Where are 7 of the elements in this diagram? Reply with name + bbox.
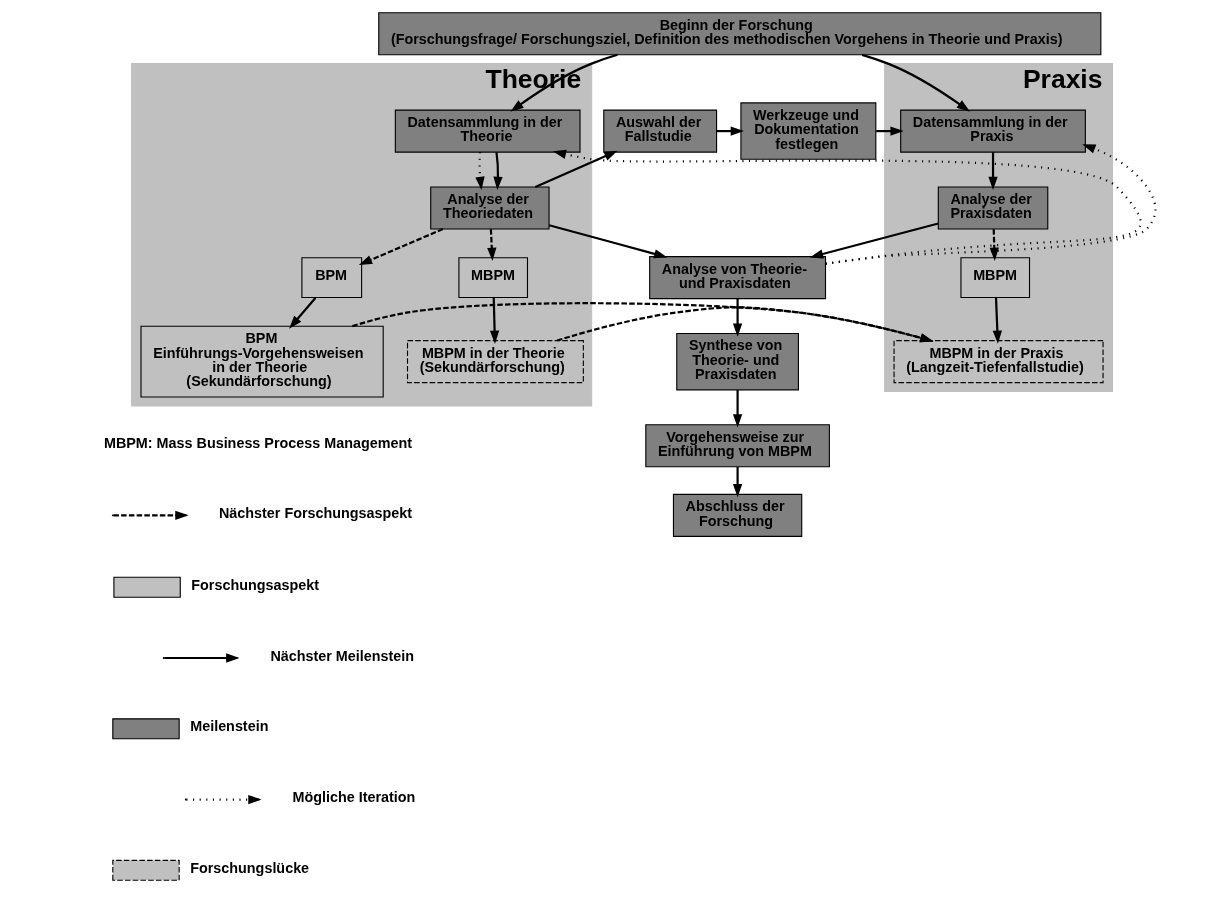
legend-label: Forschungslücke bbox=[189, 859, 309, 876]
legend-label: Forschungsaspekt bbox=[190, 576, 319, 593]
legend-label: Nächster Forschungsaspekt bbox=[218, 505, 412, 522]
legend-label: Meilenstein bbox=[189, 718, 268, 735]
legend-label: Nächster Meilenstein bbox=[269, 647, 414, 664]
legend-label: Mögliche Iteration bbox=[292, 789, 415, 806]
label: MBPM: Mass Business Process Management bbox=[103, 435, 412, 452]
